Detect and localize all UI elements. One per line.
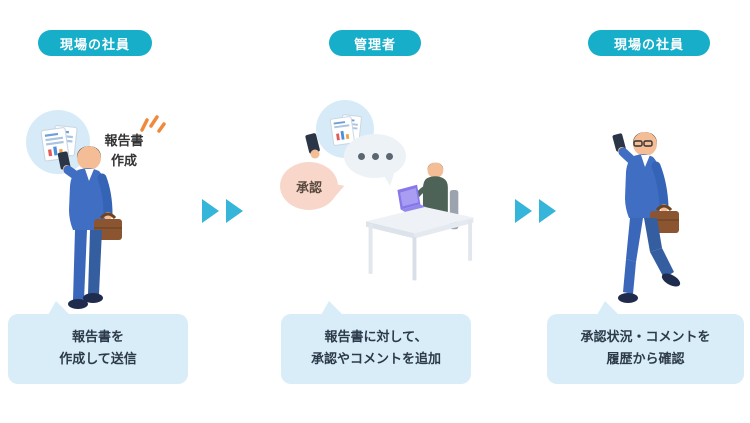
double-arrow-right-icon [515, 199, 556, 223]
field-employee-standing-illustration [57, 146, 122, 309]
report-review-bubble [316, 100, 374, 158]
create-report-label: 報告書 作成 [104, 134, 144, 169]
report-documents-icon [329, 114, 362, 146]
emphasis-marks-icon [140, 115, 166, 133]
badge-field-employee-2: 現場の社員 [588, 30, 710, 56]
report-thought-bubble [26, 110, 90, 174]
desk-icon [365, 207, 474, 234]
dot [371, 152, 379, 160]
arrow-right-icon [539, 199, 556, 223]
caption-create-send: 報告書を 作成して送信 [8, 301, 188, 384]
badge-manager: 管理者 [329, 30, 421, 56]
caption-approve-comment: 報告書に対して、 承認やコメントを追加 [281, 301, 471, 384]
ellipsis-comment-icon [344, 134, 406, 178]
approval-speech-bubble: 承認 [280, 162, 338, 210]
glasses-icon [633, 140, 643, 147]
caption-check-history: 承認状況・コメントを 履歴から確認 [547, 301, 744, 384]
smartphone-icon [612, 133, 626, 152]
manager-at-desk-illustration [365, 162, 474, 281]
badge-field-employee-1: 現場の社員 [38, 30, 152, 56]
arrow-right-icon [202, 199, 219, 223]
smartphone-in-hand-icon [305, 133, 320, 159]
smartphone-icon [57, 151, 71, 170]
field-employee-walking-illustration [612, 132, 681, 303]
report-documents-icon [40, 124, 78, 162]
double-arrow-right-icon [202, 199, 243, 223]
arrow-right-icon [226, 199, 243, 223]
arrow-right-icon [515, 199, 532, 223]
dot [357, 152, 365, 160]
dot [385, 152, 393, 160]
